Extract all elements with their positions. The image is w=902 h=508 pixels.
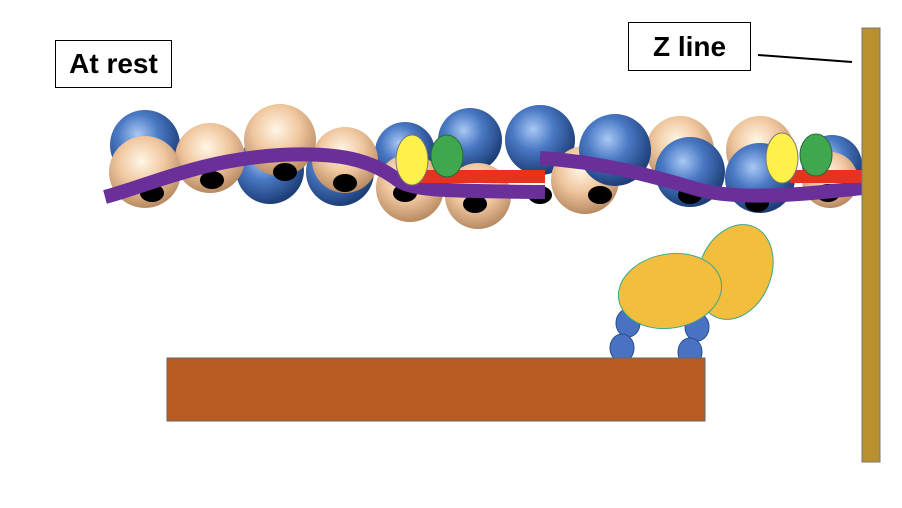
myosin-head-group bbox=[609, 224, 774, 367]
myosin-head bbox=[617, 252, 723, 330]
state-label: At rest bbox=[55, 40, 172, 88]
tropomyosin-strands bbox=[103, 132, 863, 204]
tropomyosin-strand bbox=[103, 147, 546, 204]
binding-site bbox=[200, 171, 224, 189]
troponin-c bbox=[799, 133, 833, 177]
z-line-pointer bbox=[757, 54, 853, 63]
tropomyosin-strand bbox=[539, 151, 863, 203]
troponin-c bbox=[430, 134, 464, 178]
z-line-bar bbox=[861, 27, 881, 463]
binding-site bbox=[273, 163, 297, 181]
binding-site bbox=[333, 174, 357, 192]
z-line-label: Z line bbox=[628, 22, 751, 71]
thick-filament bbox=[166, 357, 706, 422]
troponin-i bbox=[765, 132, 799, 184]
troponin-t bbox=[415, 170, 545, 183]
z-line-label-text: Z line bbox=[652, 30, 727, 62]
binding-site bbox=[588, 186, 612, 204]
troponin-i bbox=[395, 134, 429, 186]
state-label-text: At rest bbox=[69, 48, 158, 79]
binding-site bbox=[463, 195, 487, 213]
